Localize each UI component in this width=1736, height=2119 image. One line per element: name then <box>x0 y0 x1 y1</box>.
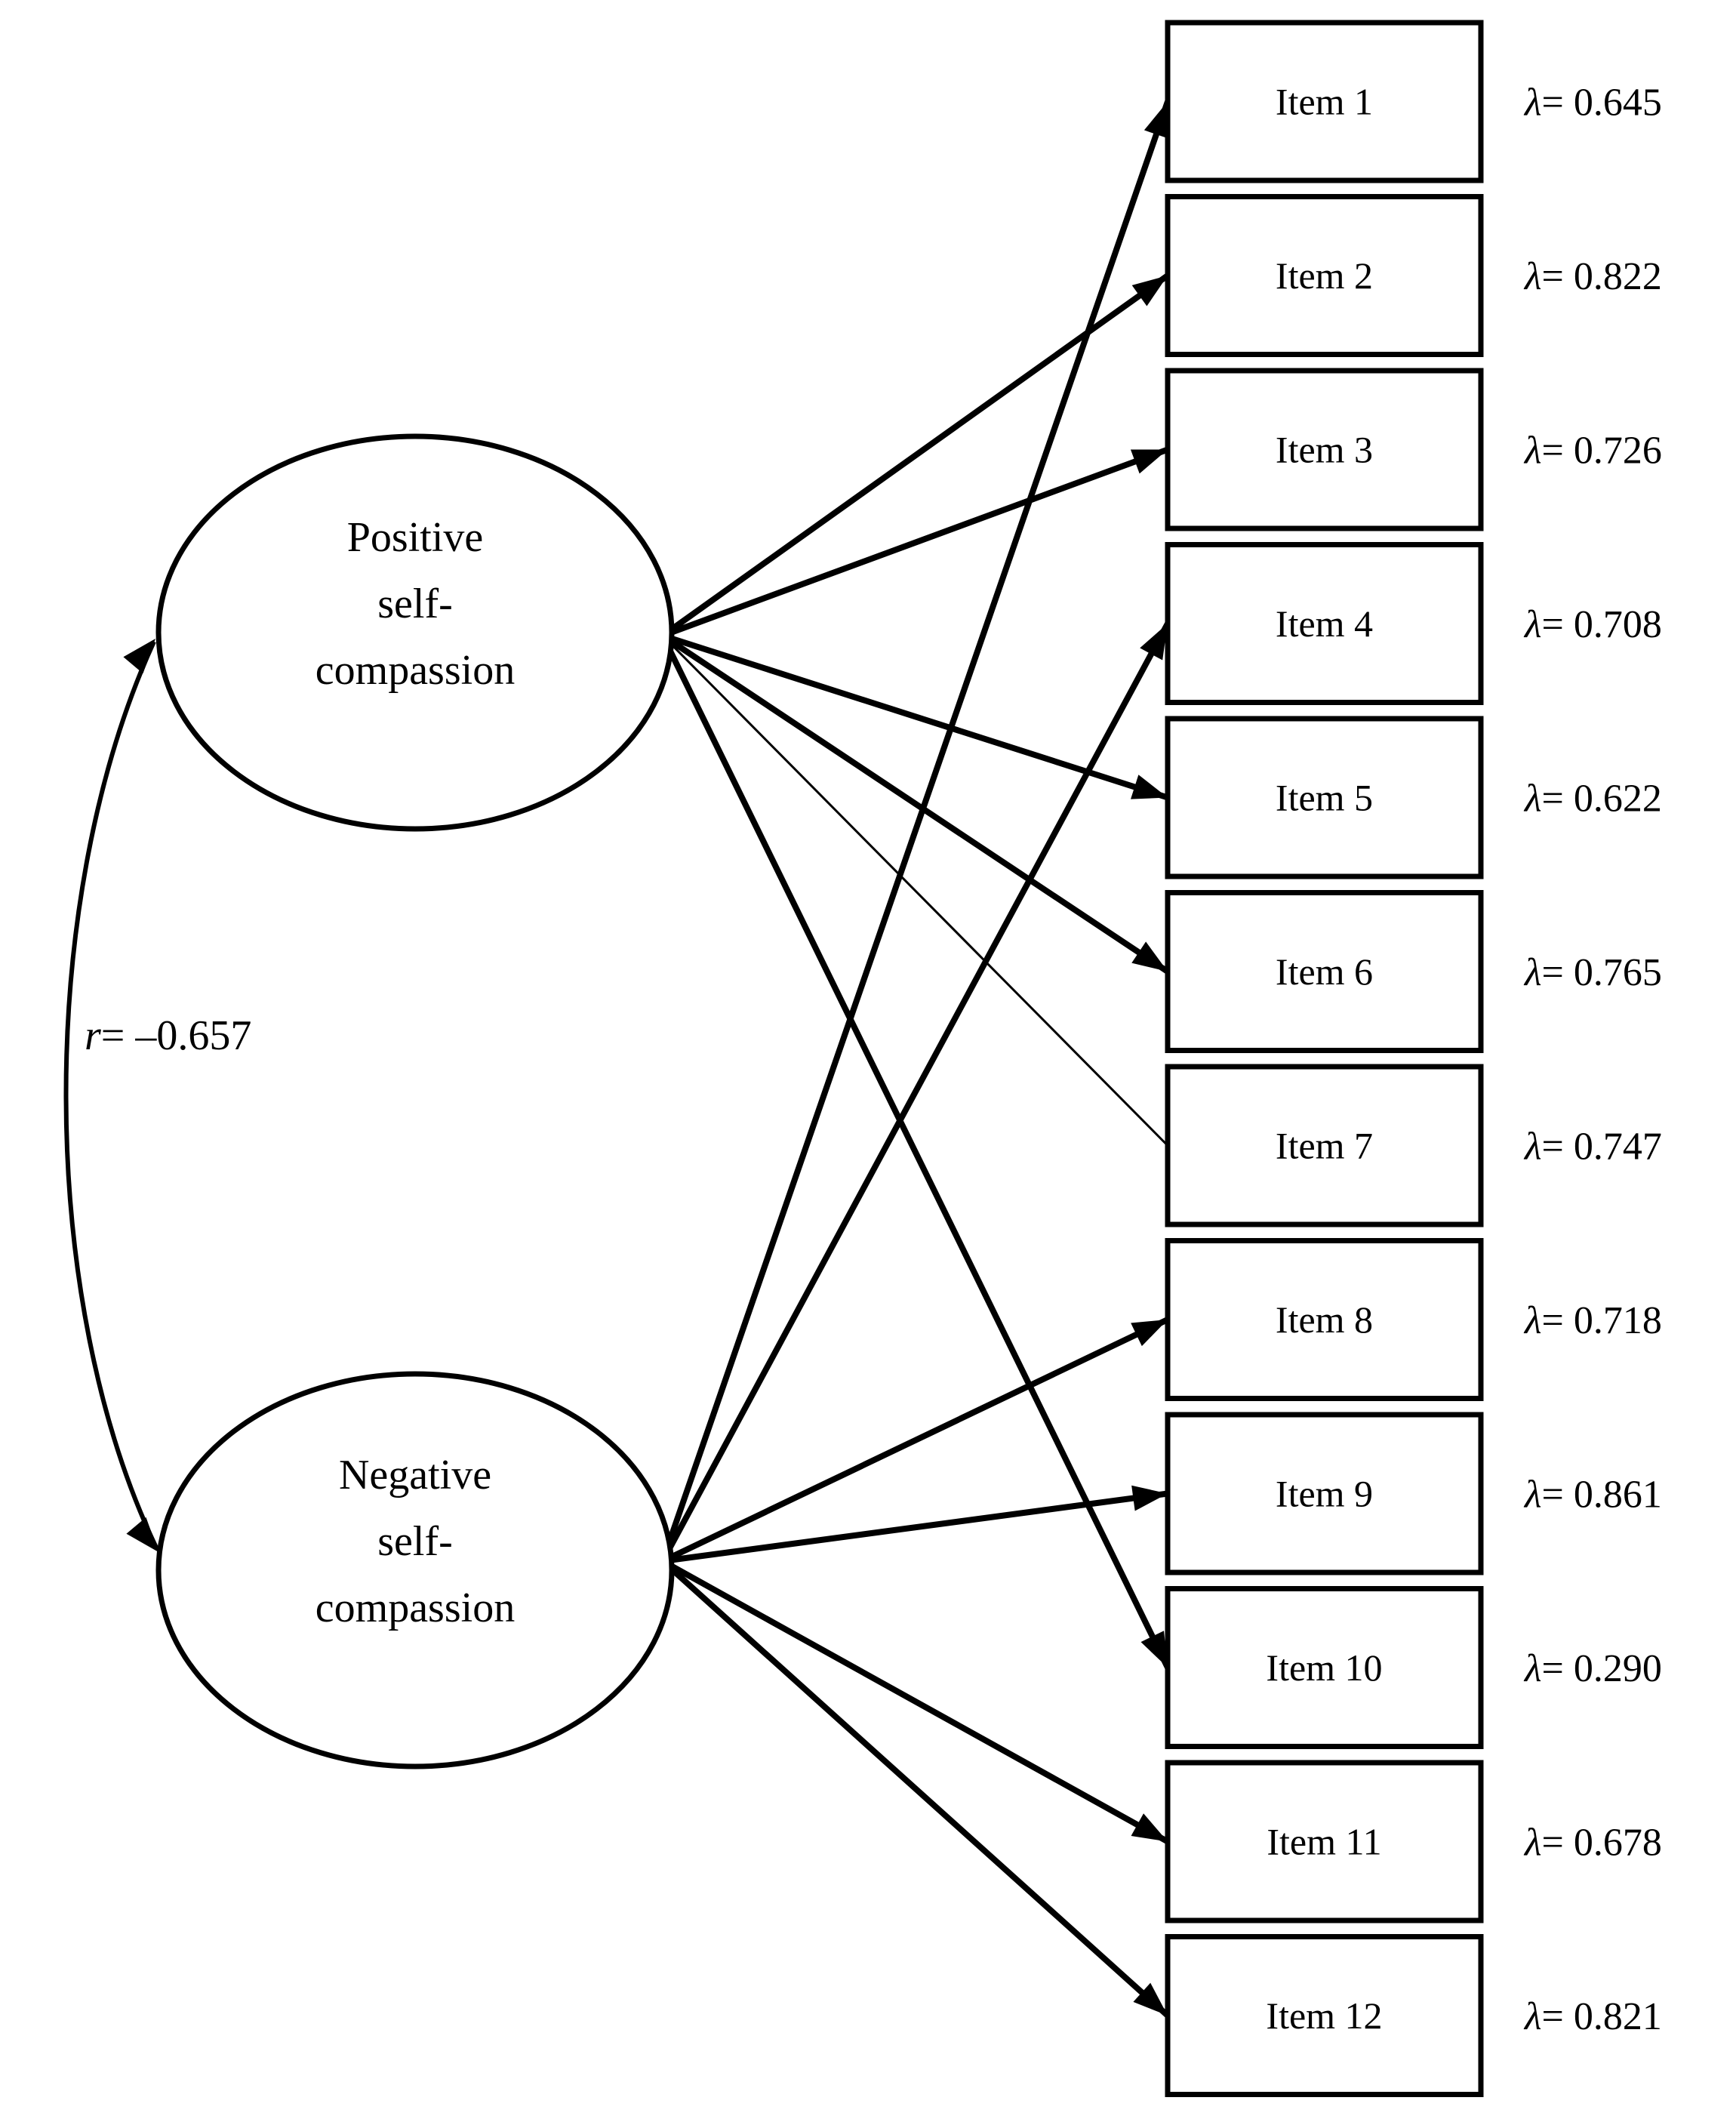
item-5-label: Item 5 <box>1276 777 1373 819</box>
item-3-box <box>1165 368 1484 531</box>
item-4-label: Item 4 <box>1276 602 1373 645</box>
item-7-box <box>1165 1064 1484 1227</box>
item-9-box <box>1165 1412 1484 1575</box>
item-4-box <box>1165 542 1484 705</box>
loading-arrowhead-icon-item-3 <box>1130 449 1168 474</box>
loading-arrowhead-icon-item-6 <box>1131 941 1168 972</box>
loading-arrowhead-icon-item-12 <box>1133 1982 1168 2016</box>
item-11-box <box>1165 1760 1484 1923</box>
item-3-loading: λ= 0.726 <box>1523 430 1662 473</box>
loading-arrow-item-10 <box>660 634 1171 1669</box>
item-11-label: Item 11 <box>1267 1821 1381 1863</box>
loading-arrow-item-12 <box>660 1559 1170 2018</box>
item-1-label: Item 1 <box>1276 81 1373 123</box>
item-6-label: Item 6 <box>1276 950 1373 993</box>
loading-arrow-item-1 <box>660 100 1171 1563</box>
item-1-box <box>1165 20 1484 183</box>
item-7-label: Item 7 <box>1276 1125 1373 1167</box>
item-6-box <box>1165 890 1484 1053</box>
item-8-label: Item 8 <box>1276 1298 1373 1341</box>
item-6-loading: λ= 0.765 <box>1523 951 1662 994</box>
loading-arrow-item-3 <box>661 446 1169 639</box>
item-12-loading: λ= 0.821 <box>1523 1995 1662 2038</box>
loading-arrowhead-icon-item-8 <box>1131 1320 1168 1347</box>
item-12-box <box>1165 1934 1484 2097</box>
item-2-label: Item 2 <box>1276 254 1373 297</box>
loading-arrow-item-4 <box>660 622 1171 1563</box>
loading-arrowhead-icon-item-10 <box>1140 1631 1168 1668</box>
loading-arrowhead-icon-item-1 <box>1143 101 1169 139</box>
item-3-label: Item 3 <box>1276 429 1373 471</box>
correlation-arrow <box>63 640 159 1551</box>
factor-ellipse-positive-self-compassion <box>155 433 675 832</box>
item-12-label: Item 12 <box>1266 1994 1382 2037</box>
loading-arrowhead-icon-item-4 <box>1140 624 1168 661</box>
loading-arrow-item-2 <box>660 273 1170 639</box>
correlation-arrowhead-bottom-icon <box>126 1517 159 1552</box>
item-8-box <box>1165 1238 1484 1401</box>
item-5-loading: λ= 0.622 <box>1523 778 1662 821</box>
item-2-box <box>1165 194 1484 357</box>
loading-arrow-item-5 <box>661 633 1169 801</box>
item-7-loading: λ= 0.747 <box>1523 1126 1662 1169</box>
item-4-loading: λ= 0.708 <box>1523 603 1662 646</box>
item-10-box <box>1165 1586 1484 1749</box>
item-11-loading: λ= 0.678 <box>1523 1822 1662 1865</box>
loading-arrow-item-8 <box>661 1317 1169 1564</box>
item-1-loading: λ= 0.645 <box>1523 82 1662 125</box>
loading-arrowhead-icon-item-11 <box>1131 1813 1168 1842</box>
item-8-loading: λ= 0.718 <box>1523 1299 1662 1342</box>
loading-arrow-item-9 <box>662 1490 1168 1564</box>
loading-arrowhead-icon-item-2 <box>1131 276 1168 306</box>
item-2-loading: λ= 0.822 <box>1523 255 1662 298</box>
item-10-loading: λ= 0.290 <box>1523 1647 1662 1690</box>
loading-arrow-item-6 <box>660 633 1170 975</box>
loading-arrow-item-11 <box>661 1558 1169 1844</box>
item-5-box <box>1165 716 1484 879</box>
factor-ellipse-negative-self-compassion <box>155 1371 675 1769</box>
item-10-label: Item 10 <box>1266 1646 1382 1689</box>
item-9-label: Item 9 <box>1276 1473 1373 1515</box>
loading-arrow-item-7 <box>661 634 1169 1147</box>
correlation-label: r= –0.657 <box>85 1012 251 1059</box>
loading-arrowhead-icon-item-9 <box>1131 1485 1168 1511</box>
item-9-loading: λ= 0.861 <box>1523 1474 1662 1517</box>
correlation-arrowhead-top-icon <box>123 639 155 674</box>
loading-arrowhead-icon-item-5 <box>1131 775 1168 799</box>
